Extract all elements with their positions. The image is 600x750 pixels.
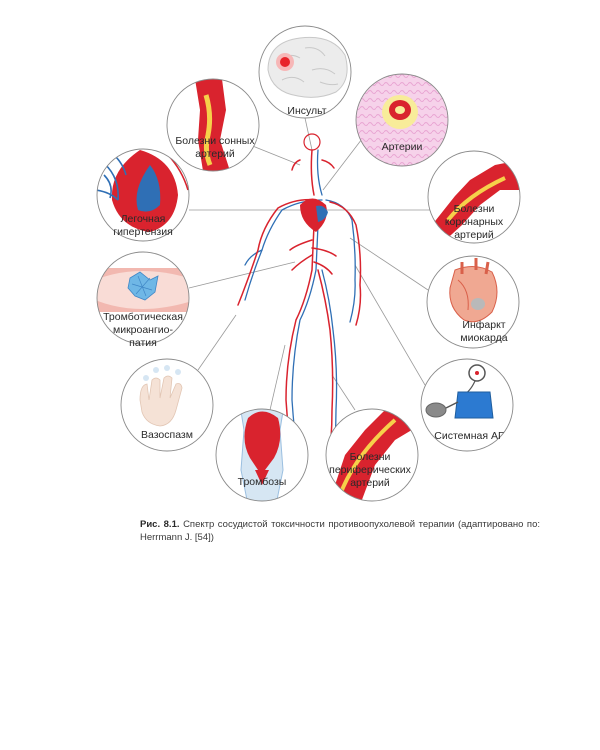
- label-pulm-2: гипертензия: [113, 226, 173, 238]
- label-pad-1: Болезни: [350, 451, 391, 463]
- leader-line: [331, 374, 356, 411]
- leader-line: [188, 261, 296, 289]
- caption-prefix: Рис. 8.1.: [140, 519, 180, 530]
- label-tma-3: патия: [129, 337, 157, 349]
- label-pad-3: артерий: [350, 477, 390, 489]
- vascular-toxicity-diagram: Инсульт Болезни сонных артерий Артерии: [96, 25, 521, 502]
- label-thrombosis: Тромбозы: [238, 476, 287, 488]
- label-carotid-2: артерий: [195, 148, 235, 160]
- leader-line: [249, 144, 301, 166]
- label-tma-2: микроангио-: [113, 324, 174, 336]
- vasospasm-node: Вазоспазм: [120, 358, 214, 452]
- leader-line: [269, 344, 286, 411]
- leader-line: [304, 117, 313, 151]
- caption-text: Спектр сосудистой токсичности противоопу…: [140, 519, 541, 543]
- label-hypertension: Системная АГ: [434, 430, 504, 442]
- label-arteries: Артерии: [382, 141, 423, 153]
- label-coronary-2: коронарных: [445, 216, 504, 228]
- label-pad-2: периферических: [329, 464, 411, 476]
- carotid-node: Болезни сонных артерий: [166, 78, 260, 172]
- figure-caption: Рис. 8.1. Спектр сосудистой токсичности …: [140, 518, 540, 544]
- leader-line: [349, 237, 429, 291]
- leader-line: [322, 134, 366, 191]
- myocardial-infarction-node: Инфаркт миокарда: [426, 255, 520, 349]
- label-stroke: Инсульт: [287, 105, 326, 117]
- peripheral-arteries-node: Болезни периферических артерий: [325, 408, 419, 502]
- systemic-hypertension-node: Системная АГ: [420, 358, 514, 452]
- thrombotic-microangiopathy-node: Тромботическая микроангио- патия: [96, 251, 190, 349]
- label-coronary-3: артерий: [454, 229, 494, 241]
- arteries-node: Артерии: [355, 73, 449, 167]
- stroke-node: Инсульт: [258, 25, 352, 119]
- coronary-node: Болезни коронарных артерий: [427, 150, 521, 244]
- label-mi-1: Инфаркт: [462, 319, 505, 331]
- leader-line: [354, 264, 426, 386]
- thrombosis-node: Тромбозы: [215, 408, 309, 502]
- label-carotid-1: Болезни сонных: [175, 135, 255, 147]
- leader-line: [197, 314, 237, 371]
- label-pulm-1: Легочная: [121, 213, 166, 225]
- pulmonary-hypertension-node: Легочная гипертензия: [96, 148, 190, 242]
- label-tma-1: Тромботическая: [103, 311, 183, 323]
- leader-lines: [188, 117, 430, 411]
- label-vasospasm: Вазоспазм: [141, 429, 193, 441]
- label-mi-2: миокарда: [460, 332, 507, 344]
- label-coronary-1: Болезни: [454, 203, 495, 215]
